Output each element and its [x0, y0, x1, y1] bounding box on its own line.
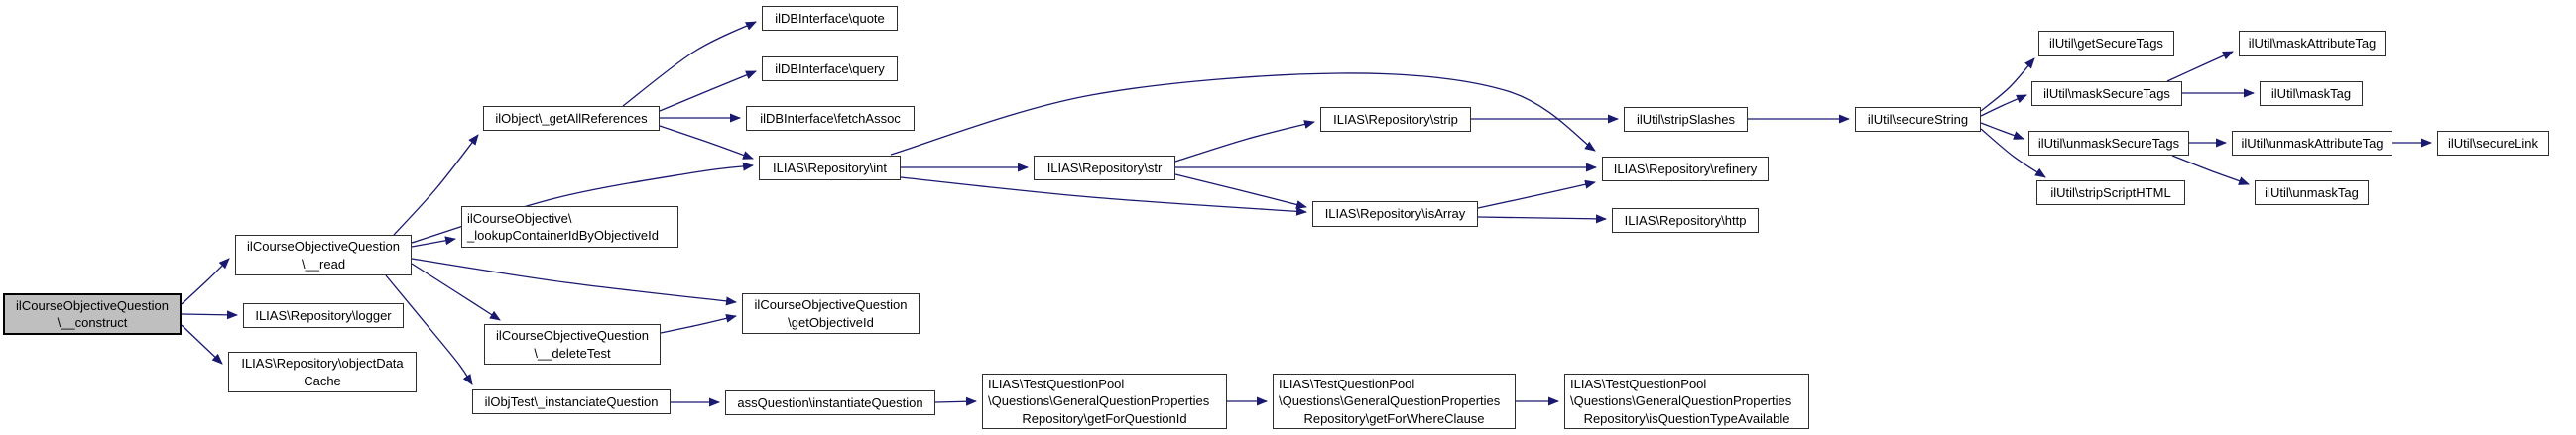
graph-node-maskAttributeTag[interactable]: ilUtil\maskAttributeTag [2239, 31, 2386, 56]
graph-node-fetchAssoc[interactable]: ilDBInterface\fetchAssoc [746, 106, 915, 131]
edge-isArray-refinery [1477, 179, 1596, 209]
node-label-line: _lookupContainerIdByObjectiveId [467, 228, 659, 243]
node-label-line: ilUtil\unmaskAttributeTag [2241, 135, 2384, 151]
edge-read-deleteTest [411, 263, 501, 321]
node-label-line: ILIAS\TestQuestionPool [1570, 377, 1707, 392]
edge-read-lookupContainerIdByObjectiveId [411, 236, 456, 248]
graph-node-unmaskTag[interactable]: ilUtil\unmaskTag [2255, 180, 2369, 205]
node-label-line: ilCourseObjectiveQuestion [754, 297, 908, 313]
graph-node-int[interactable]: ILIAS\Repository\int [759, 156, 901, 180]
node-label-line: \Questions\GeneralQuestionProperties [1279, 393, 1501, 409]
node-label-line: ilDBInterface\fetchAssoc [760, 110, 901, 126]
graph-node-getObjectiveId[interactable]: ilCourseObjectiveQuestion\getObjectiveId [742, 293, 920, 334]
node-label-line: ilUtil\maskSecureTags [2043, 85, 2170, 101]
edge-deleteTest-getObjectiveId [660, 313, 737, 334]
graph-node-stripSlashes[interactable]: ilUtil\stripSlashes [1624, 107, 1748, 132]
graph-node-instanciateQuestion[interactable]: ilObjTest\_instanciateQuestion [472, 389, 671, 414]
graph-node-deleteTest[interactable]: ilCourseObjectiveQuestion\__deleteTest [484, 324, 661, 365]
graph-node-assInstantiateQuestion[interactable]: assQuestion\instantiateQuestion [725, 390, 935, 415]
node-label-line: ILIAS\TestQuestionPool [988, 377, 1125, 392]
node-label-line: ilCourseObjective\ [467, 210, 572, 226]
edge-getAllReferences-quote [622, 21, 757, 107]
graph-node-strip[interactable]: ILIAS\Repository\strip [1320, 107, 1471, 132]
edge-secureString-getSecureTags [1980, 57, 2035, 112]
edge-str-isArray [1174, 173, 1307, 209]
node-label-line: ilUtil\unmaskTag [2265, 184, 2359, 200]
node-label-line: ilUtil\maskTag [2270, 85, 2352, 101]
node-label-line: \Questions\GeneralQuestionProperties [988, 393, 1210, 409]
node-label-line: ilUtil\secureString [1867, 111, 1969, 127]
edge-str-strip [1174, 120, 1315, 163]
node-label-line: ILIAS\TestQuestionPool [1279, 377, 1415, 392]
graph-node-unmaskSecureTags[interactable]: ilUtil\unmaskSecureTags [2028, 131, 2189, 156]
node-label-line: ILIAS\Repository\isArray [1324, 206, 1466, 222]
node-label-line: \__deleteTest [534, 345, 611, 361]
node-label-line: ilUtil\secureLink [2447, 135, 2539, 151]
node-label-line: ILIAS\Repository\strip [1333, 111, 1458, 127]
graph-node-quote[interactable]: ilDBInterface\quote [762, 6, 898, 31]
edge-int-isArray [900, 176, 1307, 216]
node-label-line: ilDBInterface\query [775, 60, 885, 76]
node-label-line: ilCourseObjectiveQuestion [16, 297, 169, 313]
graph-node-secureLink[interactable]: ilUtil\secureLink [2437, 131, 2549, 156]
node-label-line: Cache [304, 373, 341, 388]
graph-node-str[interactable]: ILIAS\Repository\str [1034, 156, 1175, 180]
edge-construct-logger [181, 310, 238, 320]
node-label-line: \Questions\GeneralQuestionProperties [1570, 393, 1792, 409]
node-label-line: ilUtil\getSecureTags [2049, 36, 2163, 52]
graph-node-isArray[interactable]: ILIAS\Repository\isArray [1312, 201, 1478, 227]
edge-maskSecureTags-maskAttributeTag [2166, 51, 2234, 82]
graph-node-getAllReferences[interactable]: ilObject\_getAllReferences [483, 106, 660, 131]
node-label-line: ilObjTest\_instanciateQuestion [484, 393, 659, 409]
graph-node-query[interactable]: ilDBInterface\query [762, 56, 898, 81]
node-label-line: Repository\isQuestionTypeAvailable [1583, 410, 1790, 426]
graph-node-secureString[interactable]: ilUtil\secureString [1855, 107, 1981, 132]
node-label-line: ilCourseObjectiveQuestion [496, 328, 649, 344]
node-label-line: Repository\getForQuestionId [1022, 410, 1187, 426]
node-label-line: ilUtil\unmaskSecureTags [2037, 135, 2180, 151]
node-label-line: \__read [301, 256, 346, 272]
node-label-line: ILIAS\Repository\http [1624, 212, 1747, 228]
edge-int-refinery [890, 72, 1596, 156]
node-label-line: ilUtil\stripScriptHTML [2050, 184, 2171, 200]
edge-getAllReferences-query [659, 70, 757, 112]
graph-node-refinery[interactable]: ILIAS\Repository\refinery [1602, 157, 1769, 181]
node-label-line: ilObject\_getAllReferences [495, 110, 648, 126]
graph-node-isQuestionTypeAvailable[interactable]: ILIAS\TestQuestionPool\Questions\General… [1564, 374, 1809, 429]
node-label-line: ilUtil\stripSlashes [1637, 111, 1735, 127]
node-label-line: ilCourseObjectiveQuestion [247, 239, 400, 255]
node-label-line: ILIAS\Repository\str [1046, 160, 1163, 175]
node-label-line: \getObjectiveId [788, 314, 874, 330]
edge-getAllReferences-int [659, 125, 754, 160]
graph-node-logger[interactable]: ILIAS\Repository\logger [243, 303, 404, 328]
edge-construct-read [181, 258, 230, 305]
graph-node-http[interactable]: ILIAS\Repository\http [1612, 208, 1759, 233]
node-label-line: assQuestion\instantiateQuestion [737, 394, 923, 410]
node-label-line: Repository\getForWhereClause [1303, 410, 1485, 426]
graph-node-getForWhereClause[interactable]: ILIAS\TestQuestionPool\Questions\General… [1273, 374, 1516, 429]
node-label-line: ILIAS\Repository\logger [255, 307, 392, 323]
edge-secureString-maskSecureTags [1980, 94, 2027, 117]
edge-isArray-http [1477, 214, 1607, 224]
graph-node-maskTag[interactable]: ilUtil\maskTag [2260, 81, 2363, 106]
graph-node-lookupContainerIdByObjectiveId[interactable]: ilCourseObjective\ _lookupContainerIdByOb… [461, 206, 678, 248]
edge-construct-objectDataCache [181, 324, 223, 365]
edge-secureString-unmaskSecureTags [1980, 122, 2024, 140]
edge-read-getObjectiveId [411, 258, 737, 306]
node-label-line: ILIAS\Repository\refinery [1613, 161, 1758, 176]
graph-node-stripScriptHTML[interactable]: ilUtil\stripScriptHTML [2036, 180, 2185, 205]
node-label-line: \__construct [57, 315, 128, 330]
graph-node-read[interactable]: ilCourseObjectiveQuestion\__read [235, 235, 412, 275]
node-label-line: ilDBInterface\quote [775, 10, 885, 26]
graph-node-maskSecureTags[interactable]: ilUtil\maskSecureTags [2031, 81, 2182, 106]
edge-assInstantiateQuestion-getForQuestionId [934, 396, 977, 406]
graph-node-construct[interactable]: ilCourseObjectiveQuestion \__construct [3, 293, 182, 335]
node-label-line: ILIAS\Repository\objectData [241, 356, 404, 372]
node-label-line: ILIAS\Repository\int [773, 160, 887, 175]
graph-node-getSecureTags[interactable]: ilUtil\getSecureTags [2038, 31, 2174, 56]
graph-node-getForQuestionId[interactable]: ILIAS\TestQuestionPool\Questions\General… [982, 374, 1227, 429]
graph-node-unmaskAttributeTag[interactable]: ilUtil\unmaskAttributeTag [2232, 131, 2392, 156]
node-label-line: ilUtil\maskAttributeTag [2248, 36, 2377, 52]
